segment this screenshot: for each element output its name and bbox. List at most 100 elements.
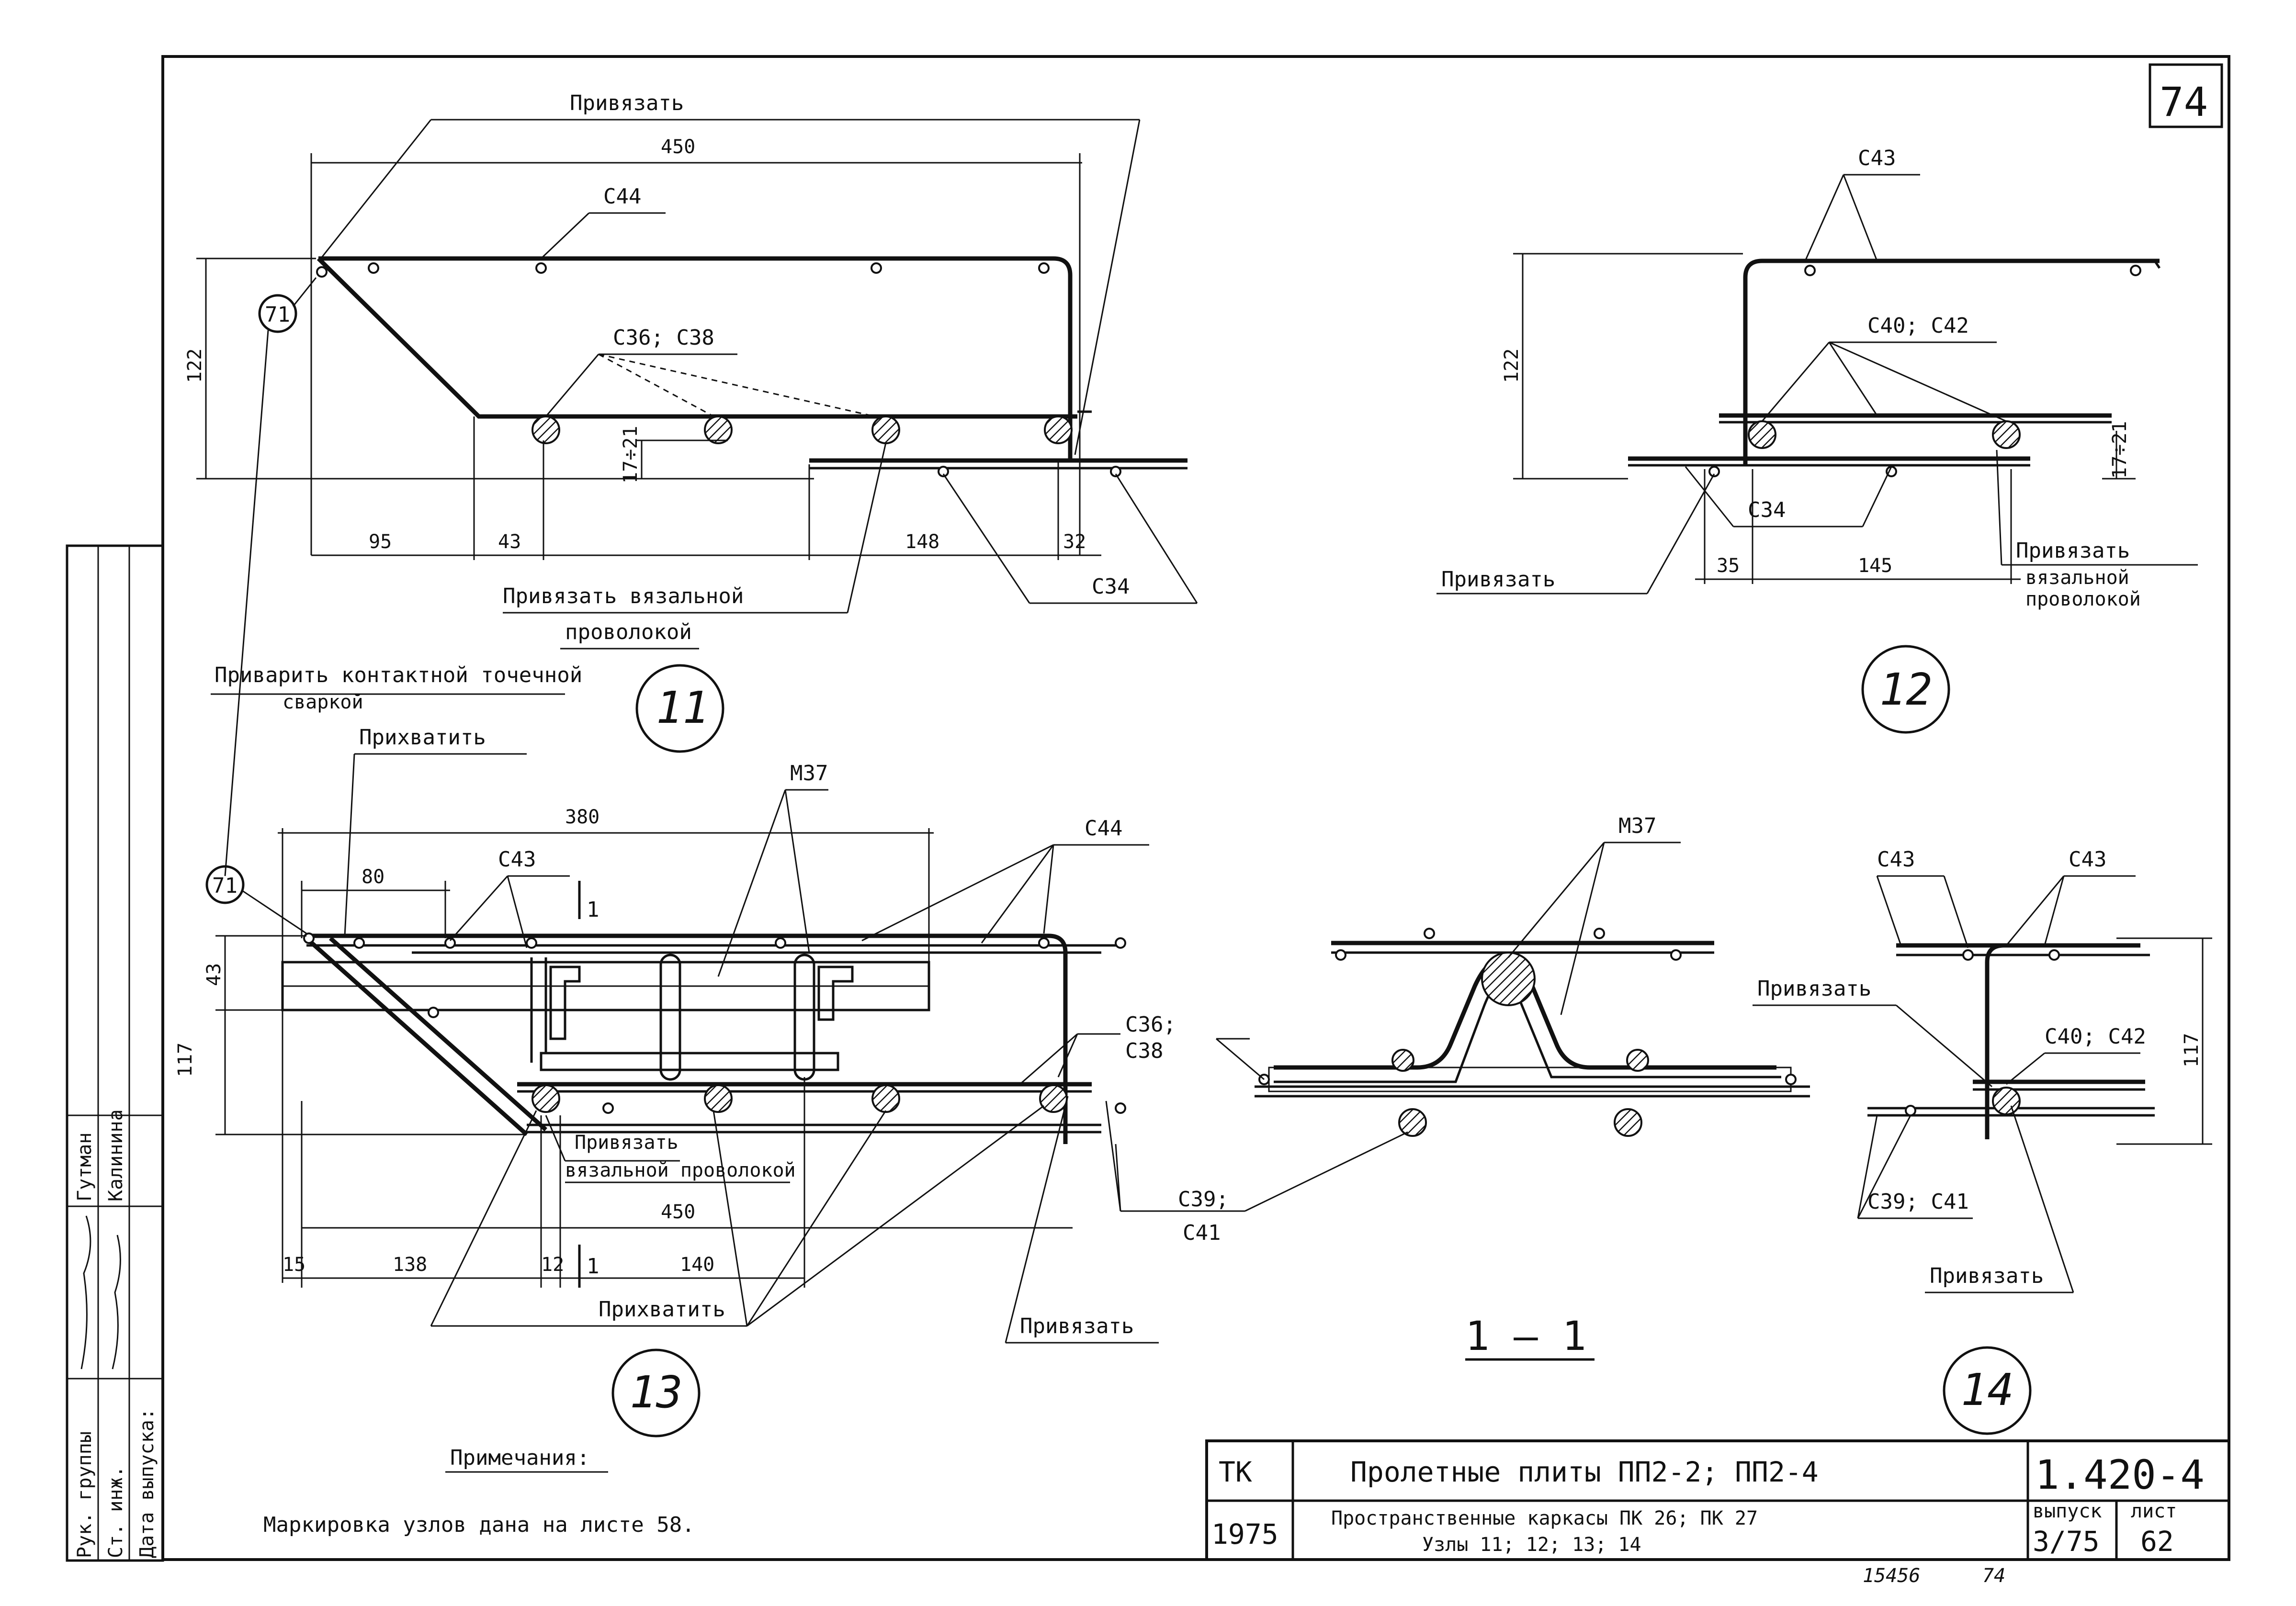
node-11: 450 122 17÷21 95 43 148 32 Привязать С44… xyxy=(184,91,1198,876)
svg-text:1: 1 xyxy=(587,898,599,922)
svg-text:С43: С43 xyxy=(2069,847,2106,872)
weld-note: Приварить контактной точечной сваркой xyxy=(211,663,582,713)
svg-text:450: 450 xyxy=(661,1201,695,1223)
bottom-numbers: 15456 74 xyxy=(1863,1565,2005,1587)
svg-text:С39;: С39; xyxy=(1178,1187,1229,1212)
node-12-label xyxy=(1861,645,1950,734)
node-11-label xyxy=(635,664,724,753)
svg-text:117: 117 xyxy=(2181,1033,2203,1067)
svg-text:Привязать: Привязать xyxy=(1441,567,1555,592)
svg-text:3/75: 3/75 xyxy=(2033,1525,2100,1558)
svg-text:С38: С38 xyxy=(1125,1039,1163,1063)
svg-text:43: 43 xyxy=(203,963,225,986)
svg-text:Гутман: Гутман xyxy=(74,1133,96,1202)
svg-text:Привязать: Привязать xyxy=(570,91,684,115)
svg-text:80: 80 xyxy=(362,866,385,888)
svg-text:74: 74 xyxy=(1982,1565,2005,1587)
svg-text:15456: 15456 xyxy=(1863,1565,1920,1587)
svg-text:1.420-4: 1.420-4 xyxy=(2035,1451,2205,1498)
svg-text:17÷21: 17÷21 xyxy=(2109,421,2131,479)
svg-text:С34: С34 xyxy=(1748,498,1786,522)
svg-text:Пространственные каркасы ПК 26: Пространственные каркасы ПК 26; ПК 27 xyxy=(1331,1507,1758,1529)
svg-text:М37: М37 xyxy=(1618,814,1656,838)
svg-text:вязальной проволокой: вязальной проволокой xyxy=(565,1159,796,1181)
section-1-1: М37 1 – 1 xyxy=(1115,814,1810,1361)
svg-text:1: 1 xyxy=(587,1254,599,1279)
svg-text:71: 71 xyxy=(265,303,290,327)
svg-text:вязальной: вязальной xyxy=(2025,567,2129,589)
svg-text:Дата выпуска:: Дата выпуска: xyxy=(136,1408,158,1558)
svg-text:С36; С38: С36; С38 xyxy=(613,326,714,350)
svg-text:Прихватить: Прихватить xyxy=(359,725,486,750)
svg-text:Привязать: Привязать xyxy=(1930,1264,2044,1288)
svg-text:13: 13 xyxy=(630,1367,683,1418)
svg-text:Привязать: Привязать xyxy=(575,1132,679,1154)
svg-text:1975: 1975 xyxy=(1211,1518,1278,1550)
svg-text:Примечания:: Примечания: xyxy=(450,1446,589,1470)
sheet-frame xyxy=(161,55,2230,1561)
svg-text:Маркировка узлов дана на листе: Маркировка узлов дана на листе 58. xyxy=(263,1513,695,1537)
svg-text:71: 71 xyxy=(212,874,238,898)
svg-text:Привязать вязальной: Привязать вязальной xyxy=(503,584,744,608)
svg-text:450: 450 xyxy=(661,136,695,158)
node-13: 380 80 43 117 450 15 138 12 140 1 1 Прих… xyxy=(174,725,1176,1438)
svg-text:11: 11 xyxy=(656,682,709,733)
title-block: ТК 1975 Пролетные плиты ПП2-2; ПП2-4 Про… xyxy=(1205,1439,2230,1561)
page-number-box xyxy=(2149,63,2223,128)
svg-text:145: 145 xyxy=(1858,555,1892,577)
svg-text:12: 12 xyxy=(1879,664,1933,715)
svg-text:15: 15 xyxy=(283,1254,305,1276)
svg-text:380: 380 xyxy=(565,806,599,828)
svg-text:140: 140 xyxy=(680,1254,714,1276)
svg-text:М37: М37 xyxy=(790,761,828,786)
svg-text:1 – 1: 1 – 1 xyxy=(1465,1313,1586,1359)
notes: Примечания: Маркировка узлов дана на лис… xyxy=(263,1446,695,1537)
svg-text:Рук. группы: Рук. группы xyxy=(74,1431,96,1558)
svg-text:С43: С43 xyxy=(1877,847,1915,872)
svg-text:С40; С42: С40; С42 xyxy=(2045,1024,2146,1049)
svg-text:проволокой: проволокой xyxy=(2025,588,2141,610)
svg-text:Привязать: Привязать xyxy=(2016,539,2130,563)
svg-text:122: 122 xyxy=(1501,348,1523,383)
svg-text:148: 148 xyxy=(905,531,939,553)
node-13-label xyxy=(611,1348,701,1438)
svg-text:Ст. инж.: Ст. инж. xyxy=(105,1466,127,1558)
svg-text:117: 117 xyxy=(174,1043,196,1077)
svg-text:С39; С41: С39; С41 xyxy=(1867,1190,1969,1214)
svg-text:лист: лист xyxy=(2131,1500,2177,1522)
svg-text:С44: С44 xyxy=(1085,816,1122,841)
svg-text:С44: С44 xyxy=(603,184,641,209)
svg-text:138: 138 xyxy=(393,1254,427,1276)
node-12: 122 17÷21 35 145 С43 С40; С42 С34 Привяз… xyxy=(1436,146,2198,734)
svg-text:17÷21: 17÷21 xyxy=(620,426,642,483)
svg-text:С43: С43 xyxy=(498,847,536,872)
node-13-bottom-bars: С39; С41 xyxy=(1105,1101,1229,1245)
side-stamp: Рук. группы Ст. инж. Дата выпуска: Гутма… xyxy=(66,544,164,1562)
svg-text:С34: С34 xyxy=(1092,574,1130,599)
node-14-label xyxy=(1943,1346,2032,1435)
svg-text:С40; С42: С40; С42 xyxy=(1867,314,1969,338)
svg-text:Узлы 11; 12; 13; 14: Узлы 11; 12; 13; 14 xyxy=(1422,1534,1641,1556)
svg-text:С41: С41 xyxy=(1183,1221,1221,1245)
svg-text:Пролетные плиты ПП2-2; ПП2-4: Пролетные плиты ПП2-2; ПП2-4 xyxy=(1350,1456,1819,1488)
svg-text:выпуск: выпуск xyxy=(2033,1500,2102,1522)
svg-text:62: 62 xyxy=(2140,1525,2174,1558)
svg-text:ТК: ТК xyxy=(1219,1456,1252,1488)
svg-text:43: 43 xyxy=(498,531,521,553)
svg-text:122: 122 xyxy=(184,348,206,383)
svg-text:32: 32 xyxy=(1063,531,1086,553)
svg-text:С36;: С36; xyxy=(1125,1012,1176,1037)
svg-text:Привязать: Привязать xyxy=(1757,977,1871,1001)
svg-text:14: 14 xyxy=(1961,1364,2014,1415)
svg-text:Прихватить: Прихватить xyxy=(599,1297,725,1322)
node-14: 117 С43 С43 Привязать С40; С42 С39; С41 … xyxy=(1753,847,2212,1435)
svg-text:Приварить контактной точечной: Приварить контактной точечной xyxy=(215,663,582,687)
svg-text:95: 95 xyxy=(369,531,392,553)
page-number: 74 xyxy=(2160,79,2208,125)
svg-text:проволокой: проволокой xyxy=(565,620,692,644)
svg-text:12: 12 xyxy=(541,1254,564,1276)
svg-text:35: 35 xyxy=(1717,555,1740,577)
svg-text:Привязать: Привязать xyxy=(1020,1314,1134,1338)
svg-text:С43: С43 xyxy=(1858,146,1896,170)
